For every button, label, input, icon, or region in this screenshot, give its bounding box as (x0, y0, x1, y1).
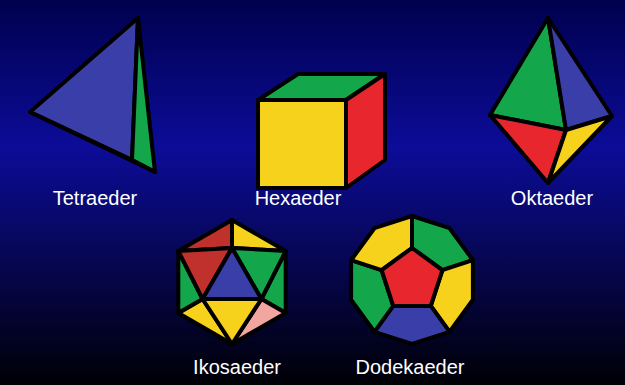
cube-face (346, 74, 385, 188)
icosa-face (232, 220, 286, 251)
octa-face (548, 18, 612, 130)
icosa-face (203, 299, 262, 344)
solid-name: Dodekaeder (356, 357, 465, 377)
solid-name: Oktaeder (511, 188, 593, 208)
solid-name: Tetraeder (53, 188, 138, 208)
tetra-face (132, 18, 155, 172)
icosa-face (178, 220, 232, 251)
tetra-face (30, 112, 155, 172)
icosa-face (203, 248, 262, 299)
solid-name: Ikosaeder (193, 357, 281, 377)
dodeca-face (382, 248, 443, 306)
cube-face (258, 100, 346, 188)
octa-face (548, 116, 612, 183)
solid-name: Hexaeder (255, 188, 342, 208)
